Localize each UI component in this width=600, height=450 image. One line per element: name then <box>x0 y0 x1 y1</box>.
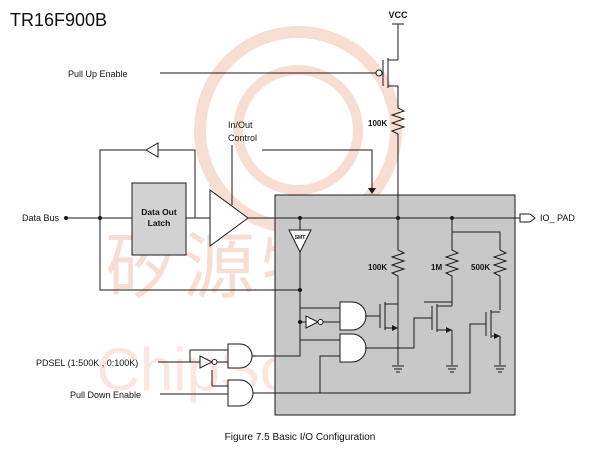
pull-down-enable-label: Pull Down Enable <box>70 390 141 400</box>
ground-100k <box>392 365 404 373</box>
pull-down-resistor-1m <box>444 218 460 302</box>
output-buffer <box>209 189 249 247</box>
read-back-wire <box>99 218 300 291</box>
pull-up-transistor <box>160 58 399 104</box>
feedback-wire-left <box>99 149 148 218</box>
pull-up-resistor-label: 100K <box>368 119 387 128</box>
io-pad-label: IO_ PAD <box>540 213 575 223</box>
smt-label: SMT <box>295 235 306 241</box>
feedback-buffer <box>145 142 159 158</box>
pull-down-nmos-1m <box>424 301 453 365</box>
figure-caption: Figure 7.5 Basic I/O Configuration <box>225 432 376 443</box>
pdsel-inverter-bubble <box>211 359 218 365</box>
data-out-latch <box>131 182 187 256</box>
pull-down-nmos-500k <box>478 310 501 365</box>
and-gate-upper <box>339 301 367 331</box>
and-gate-pull-down <box>227 379 254 407</box>
nmos-500k-body <box>478 310 501 365</box>
resistor-500k-feed <box>452 231 501 250</box>
inverter-bubble <box>317 319 324 325</box>
io-pad-symbol <box>519 213 536 223</box>
pdsel-inverter <box>199 355 214 369</box>
pdsel-and-output <box>252 307 330 357</box>
pull-down-to-500k-gate <box>253 323 478 394</box>
nmos-500k-arrow <box>494 333 500 339</box>
pull-up-channel <box>382 58 399 104</box>
resistor-1m-label: 1M <box>431 263 442 272</box>
chip-region <box>274 194 516 416</box>
smt-buffer <box>288 229 312 254</box>
ground-500k <box>494 365 506 373</box>
feedback-wire-right <box>158 149 196 218</box>
vcc-rail <box>388 23 404 61</box>
pull-up-gate-bubble <box>375 69 383 77</box>
ground-symbols <box>392 365 506 373</box>
watermark-inner-ring <box>233 65 363 195</box>
resistor-100k-label: 100K <box>368 263 387 272</box>
pull-down-resistor-500k <box>492 249 508 310</box>
pull-down-nmos-100k <box>372 302 399 365</box>
ground-1m <box>446 365 458 373</box>
latch-label-2: Latch <box>148 218 171 228</box>
in-out-control-label-2: Control <box>228 133 257 143</box>
pull-up-resistor <box>390 104 406 140</box>
nmos-100k-body <box>372 302 399 365</box>
data-bus-terminal <box>64 216 68 220</box>
and-middle-output <box>365 317 424 349</box>
nmos-1m-arrow <box>446 327 452 333</box>
and-gate-middle <box>339 333 367 363</box>
pull-up-enable-label: Pull Up Enable <box>68 69 128 79</box>
in-out-control-branch <box>262 149 373 190</box>
inverter-gate <box>305 315 320 329</box>
pull-down-gate-input-b <box>211 370 228 387</box>
latch-label-1: Data Out <box>141 207 177 217</box>
nmos-100k-arrow <box>392 325 398 331</box>
vcc-label: VCC <box>388 10 408 20</box>
nmos-1m-body <box>424 301 453 365</box>
chip-name: TR16F900B <box>10 10 107 30</box>
in-out-control-arrow <box>368 188 376 194</box>
and-gate-pdsel <box>227 343 253 369</box>
pull-down-resistor-100k <box>390 218 406 332</box>
resistor-500k-label: 500K <box>471 263 490 272</box>
data-bus-label: Data Bus <box>22 213 60 223</box>
in-out-control-label-1: In/Out <box>228 120 253 130</box>
pdsel-bypass-wire <box>189 349 228 362</box>
pdsel-label: PDSEL (1:500K , 0:100K) <box>36 358 138 368</box>
